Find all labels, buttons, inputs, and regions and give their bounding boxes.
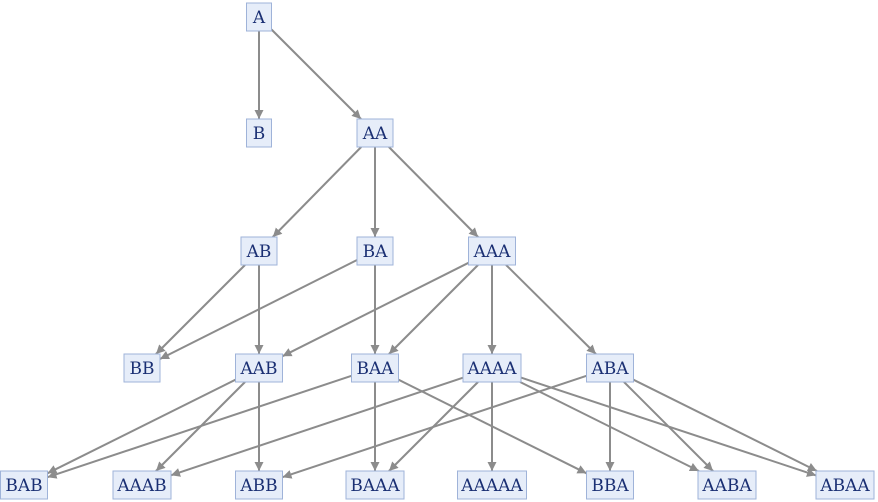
node-abaa: ABAA [815, 470, 875, 500]
node-label: AB [246, 242, 272, 262]
node-box [0, 470, 48, 500]
node-box [586, 470, 634, 500]
node-box [240, 236, 278, 266]
node-box [815, 470, 875, 500]
node-ba: BA [356, 236, 394, 266]
edge-layer [47, 28, 818, 479]
node-aa: AA [356, 118, 394, 148]
edge-aaa-to-aab [282, 261, 469, 358]
node-label: BA [363, 242, 388, 262]
node-box [235, 353, 283, 383]
edge-aaa-to-baa [388, 264, 479, 355]
node-label: BBA [591, 476, 629, 496]
edge-ba-to-bb [159, 259, 358, 360]
node-label: AAAAA [460, 476, 523, 496]
node-label: B [253, 124, 266, 144]
node-box [246, 2, 272, 32]
node-box [123, 353, 161, 383]
node-aba: ABA [586, 353, 634, 383]
node-label: AAB [239, 359, 277, 379]
edge-aaa-to-aba [505, 264, 597, 355]
node-box [356, 236, 394, 266]
node-box [351, 353, 399, 383]
node-label: ABAA [819, 476, 870, 496]
node-box [112, 470, 172, 500]
edge-baa-to-bab [47, 374, 352, 479]
node-label: AABA [701, 476, 752, 496]
node-label: BAAA [350, 476, 400, 496]
edge-aa-to-aaa [388, 146, 479, 238]
node-aaaa: AAAA [462, 353, 522, 383]
edge-aba-to-abaa [633, 378, 818, 472]
node-bb: BB [123, 353, 161, 383]
node-aaab: AAAB [112, 470, 172, 500]
node-label: AAA [473, 242, 512, 262]
node-bab: BAB [0, 470, 48, 500]
node-box [246, 118, 272, 148]
edge-aba-to-abb [282, 374, 587, 479]
node-box [462, 353, 522, 383]
node-ab: AB [240, 236, 278, 266]
node-box [356, 118, 394, 148]
node-baaa: BAAA [345, 470, 405, 500]
node-box [697, 470, 757, 500]
node-b: B [246, 118, 272, 148]
node-aaa: AAA [468, 236, 516, 266]
node-box [468, 236, 516, 266]
node-a: A [246, 2, 272, 32]
edge-aaaa-to-aaab [170, 376, 464, 477]
node-label: ABB [239, 476, 277, 496]
node-aaaaa: AAAAA [457, 470, 527, 500]
node-label: BAB [5, 476, 42, 496]
edge-ab-to-bb [155, 264, 246, 355]
node-label: BAA [356, 359, 394, 379]
node-label: AAAA [466, 359, 517, 379]
node-label: AAAB [116, 476, 166, 496]
node-label: BB [130, 359, 155, 379]
edge-a-to-aa [270, 28, 362, 120]
node-baa: BAA [351, 353, 399, 383]
edge-aa-to-ab [272, 146, 362, 238]
node-box [586, 353, 634, 383]
node-bba: BBA [586, 470, 634, 500]
node-label: AA [362, 124, 388, 144]
node-box [235, 470, 283, 500]
node-abb: ABB [235, 470, 283, 500]
edge-aab-to-bab [47, 378, 236, 475]
node-box [457, 470, 527, 500]
node-aaba: AABA [697, 470, 757, 500]
node-aab: AAB [235, 353, 283, 383]
edge-aba-to-aaba [623, 381, 714, 472]
node-box [345, 470, 405, 500]
node-label: A [252, 8, 266, 28]
node-label: ABA [590, 359, 629, 379]
